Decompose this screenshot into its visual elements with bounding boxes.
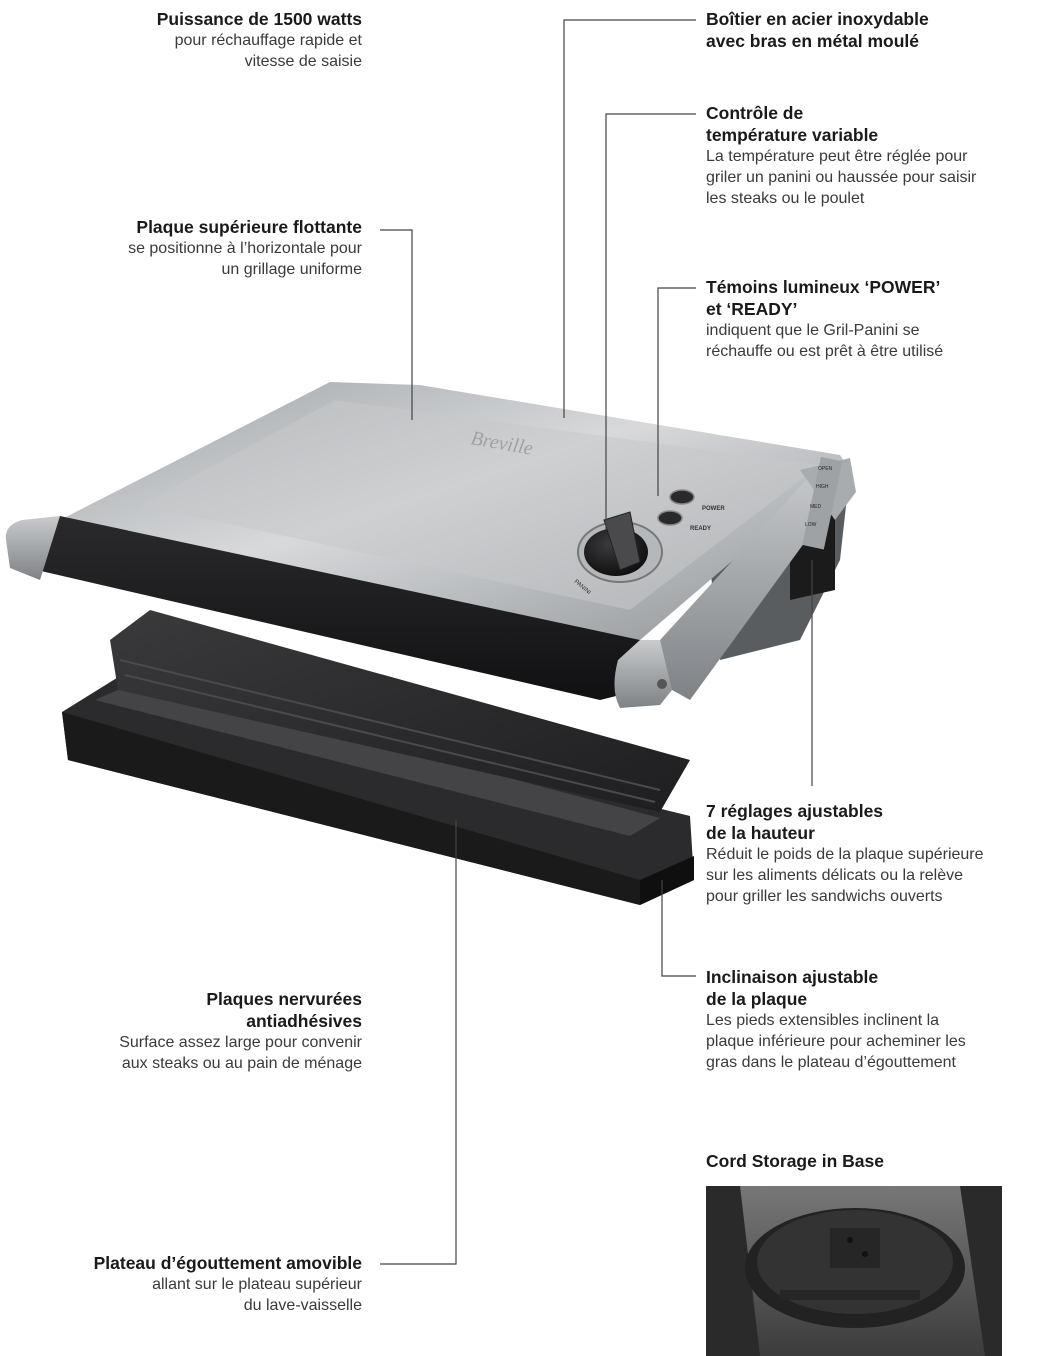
callout-power-desc-2: vitesse de saisie bbox=[244, 53, 362, 70]
callout-height-desc-1: Réduit le poids de la plaque supérieure bbox=[706, 846, 984, 863]
callout-temp-control-title-1: Contrôle de bbox=[706, 103, 804, 123]
height-label-3: MED bbox=[810, 504, 822, 510]
height-label-2: HIGH bbox=[816, 484, 829, 490]
leader-temp-control bbox=[605, 113, 696, 530]
callout-housing: Boîtier en acier inoxydable avec bras en… bbox=[706, 8, 1036, 52]
callout-plates-desc-1: Surface assez large pour convenir bbox=[119, 1034, 362, 1051]
callout-height-desc-2: sur les aliments délicats ou la relève bbox=[706, 867, 964, 884]
ready-light-label: READY bbox=[690, 526, 711, 532]
callout-drip-tray-title: Plateau d’égouttement amovible bbox=[93, 1253, 362, 1273]
callout-temp-control-desc-3: les steaks ou le poulet bbox=[706, 190, 865, 207]
leader-lights bbox=[657, 287, 696, 496]
callout-temp-control: Contrôle de température variable La temp… bbox=[706, 102, 1042, 209]
callout-power-title: Puissance de 1500 watts bbox=[156, 9, 362, 29]
callout-lights-desc-1: indiquent que le Gril-Panini se bbox=[706, 322, 920, 339]
callout-floating-plate-title: Plaque supérieure flottante bbox=[136, 217, 362, 237]
callout-drip-tray: Plateau d’égouttement amovible allant su… bbox=[4, 1252, 362, 1316]
callout-lights-title-2: et ‘READY’ bbox=[706, 299, 798, 319]
callout-plates: Plaques nervurées antiadhésives Surface … bbox=[40, 988, 362, 1074]
callout-housing-title-1: Boîtier en acier inoxydable bbox=[706, 9, 929, 29]
callout-plates-title-1: Plaques nervurées bbox=[206, 989, 362, 1009]
callout-height-title-1: 7 réglages ajustables bbox=[706, 801, 884, 821]
callout-temp-control-title-2: température variable bbox=[706, 125, 879, 145]
drip-tray bbox=[62, 676, 694, 905]
callout-height: 7 réglages ajustables de la hauteur Rédu… bbox=[706, 800, 1046, 907]
callout-lights-title-1: Témoins lumineux ‘POWER’ bbox=[706, 277, 941, 297]
callout-floating-plate-desc-1: se positionne à l’horizontale pour bbox=[128, 240, 362, 257]
callout-drip-tray-desc-1: allant sur le plateau supérieur bbox=[152, 1276, 362, 1293]
indicator-lights: POWER READY bbox=[657, 489, 725, 532]
leader-tilt bbox=[661, 880, 696, 977]
height-selector: OPEN HIGH MED LOW bbox=[802, 456, 843, 550]
callout-power-desc-1: pour réchauffage rapide et bbox=[174, 32, 362, 49]
leader-drip-tray bbox=[380, 820, 457, 1265]
front-handle bbox=[5, 516, 673, 708]
temperature-dial: PANINI bbox=[573, 511, 663, 596]
callout-tilt-desc-2: plaque inférieure pour acheminer les bbox=[706, 1033, 966, 1050]
cord-storage-photo bbox=[706, 1186, 1002, 1356]
callout-tilt-title-1: Inclinaison ajustable bbox=[706, 967, 879, 987]
callout-plates-title-2: antiadhésives bbox=[246, 1011, 362, 1031]
leader-housing bbox=[563, 19, 696, 418]
callout-power: Puissance de 1500 watts pour réchauffage… bbox=[60, 8, 362, 72]
callout-plates-desc-2: aux steaks ou au pain de ménage bbox=[121, 1055, 362, 1072]
callout-tilt-title-2: de la plaque bbox=[706, 989, 808, 1009]
callout-height-title-2: de la hauteur bbox=[706, 823, 815, 843]
callout-temp-control-desc-1: La température peut être réglée pour bbox=[706, 148, 968, 165]
callout-lights: Témoins lumineux ‘POWER’ et ‘READY’ indi… bbox=[706, 276, 1042, 362]
callout-housing-title-2: avec bras en métal moulé bbox=[706, 31, 920, 51]
callout-cord-title: Cord Storage in Base bbox=[706, 1151, 884, 1171]
callout-drip-tray-desc-2: du lave-vaisselle bbox=[243, 1297, 362, 1314]
callout-tilt: Inclinaison ajustable de la plaque Les p… bbox=[706, 966, 1042, 1073]
callout-lights-desc-2: réchauffe ou est prêt à être utilisé bbox=[706, 343, 944, 360]
power-light-label: POWER bbox=[702, 506, 725, 512]
callout-height-desc-3: pour griller les sandwichs ouverts bbox=[706, 888, 943, 905]
callout-floating-plate-desc-2: un grillage uniforme bbox=[221, 261, 362, 278]
leader-floating-plate bbox=[380, 229, 413, 420]
height-label-1: OPEN bbox=[818, 466, 833, 472]
callout-tilt-desc-3: gras dans le plateau d’égouttement bbox=[706, 1054, 956, 1071]
callout-tilt-desc-1: Les pieds extensibles inclinent la bbox=[706, 1012, 940, 1029]
callout-temp-control-desc-2: griler un panini ou haussée pour saisir bbox=[706, 169, 977, 186]
callout-floating-plate: Plaque supérieure flottante se positionn… bbox=[40, 216, 362, 280]
callout-cord: Cord Storage in Base bbox=[706, 1150, 1026, 1172]
height-label-4: LOW bbox=[805, 522, 817, 528]
lower-grill-plate bbox=[110, 610, 690, 812]
